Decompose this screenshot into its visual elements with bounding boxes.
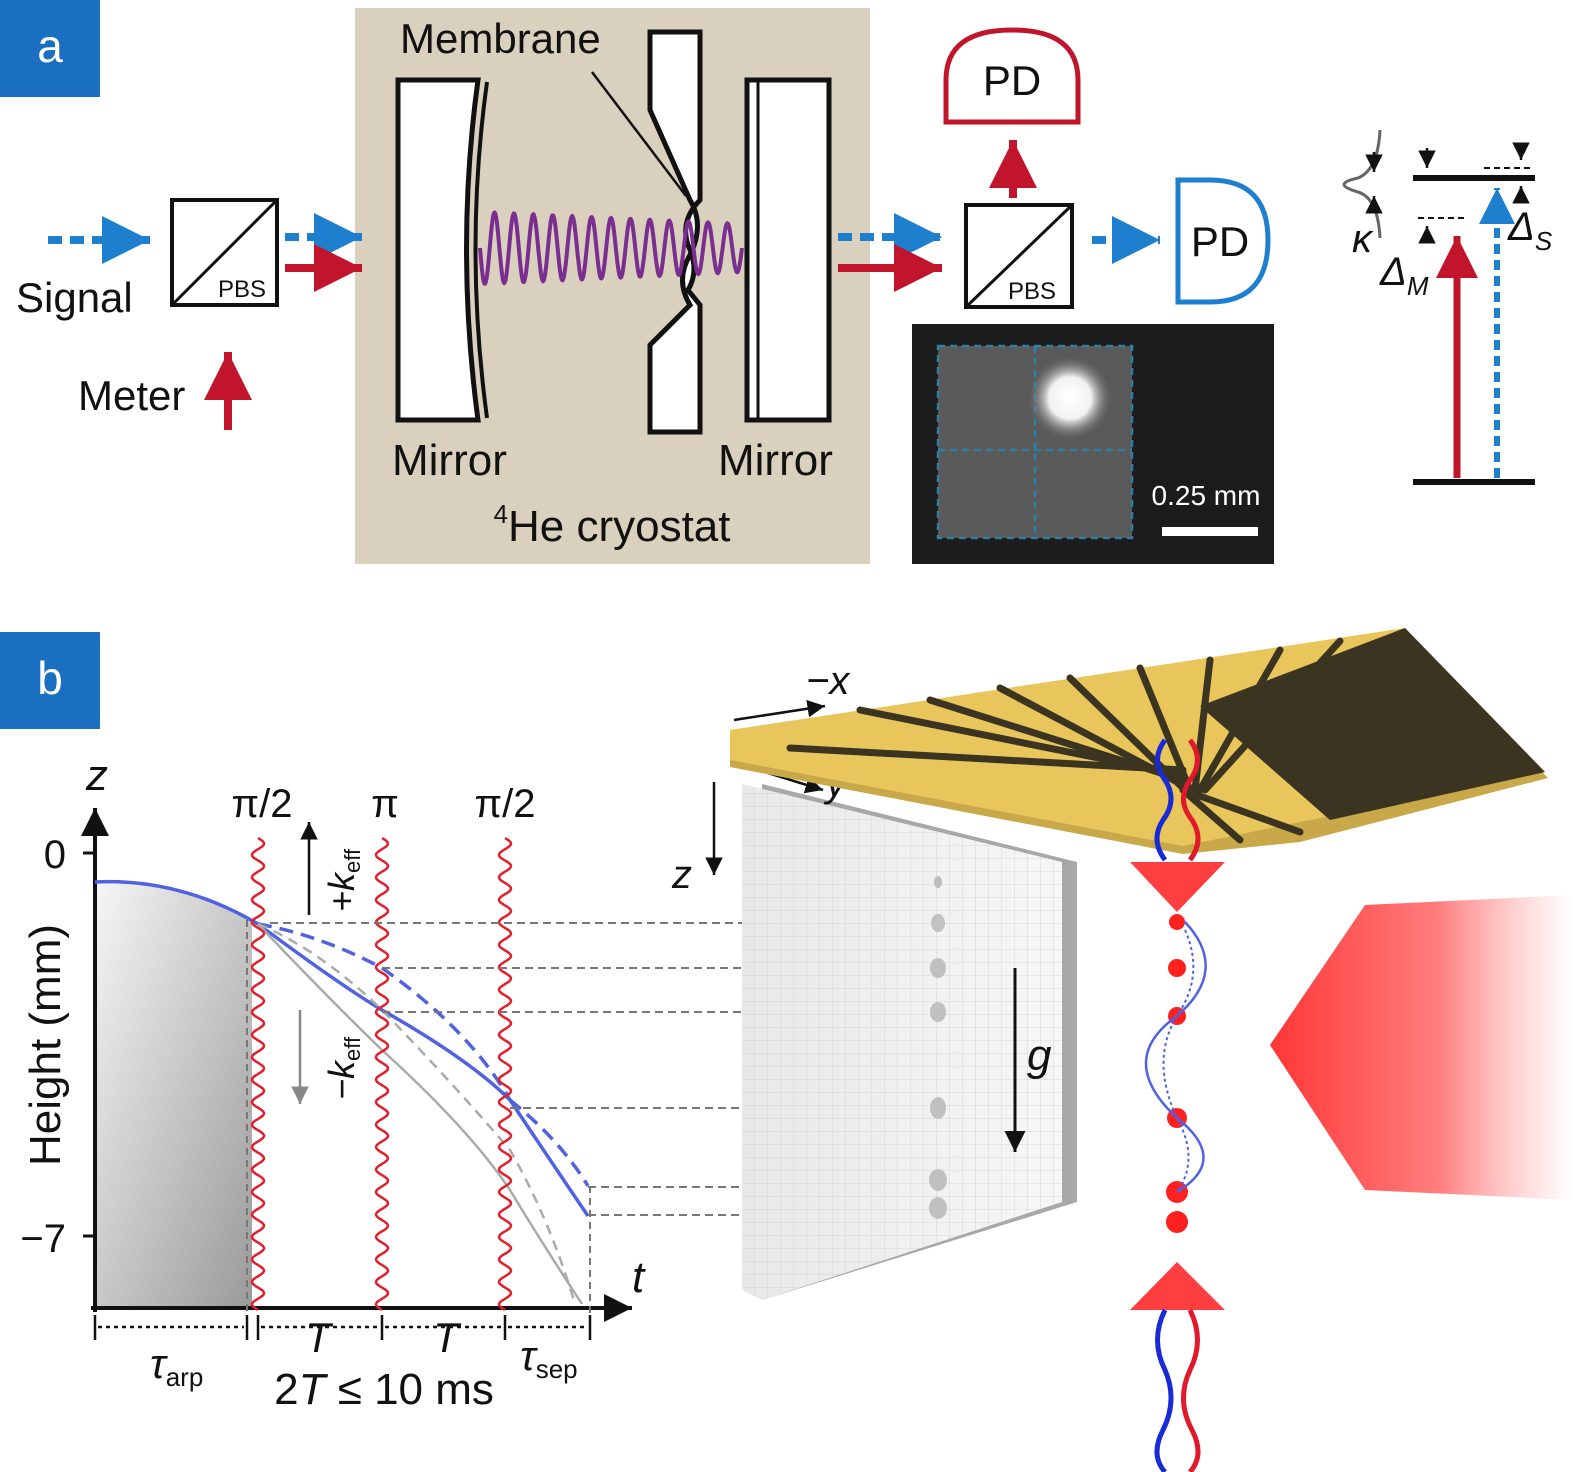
axis-z-label: z [85, 751, 108, 800]
ytick-0: 0 [44, 833, 66, 877]
atom-cloud-4 [930, 1097, 946, 1119]
atom-cloud-2 [930, 958, 946, 978]
atom-cloud-6 [929, 1197, 947, 1219]
trajectory-gray-dashed [257, 922, 577, 1305]
trajectory-out-blue-solid [508, 1099, 590, 1217]
delta-m-label: ΔM [1379, 250, 1429, 301]
chip-beam-cone [1130, 862, 1225, 912]
photodetector-signal: PD [1175, 177, 1271, 305]
delta-s-label: ΔS [1507, 205, 1553, 256]
trajectory-arm-a [256, 922, 512, 1102]
tau-sep-label: τsep [520, 1332, 578, 1384]
k-down-label: −keff [321, 1036, 365, 1100]
pulse-label-3: π/2 [475, 782, 536, 826]
photodetector-meter: PD [943, 27, 1081, 125]
mirror-left-label: Mirror [392, 436, 507, 485]
bottom-beam-cone [1130, 1262, 1225, 1310]
atom-cloud-5 [929, 1169, 947, 1191]
interferometer-arm-dotted [1162, 929, 1195, 1193]
T-label-1: T [305, 1314, 334, 1361]
pulse-label-2: π [371, 782, 399, 826]
time-brackets [93, 1315, 592, 1340]
trajectory-pre [94, 879, 259, 926]
laser-spot [1028, 356, 1112, 440]
panel-a: a 4He cryostat Signal Meter PBS Mirror M… [0, 0, 1553, 564]
duration-label: 2T ≤ 10 ms [274, 1365, 494, 1414]
pbs-right: PBS [964, 203, 1074, 309]
k-up-label: +keff [321, 848, 365, 912]
ytick-minus7: −7 [20, 1217, 66, 1261]
tau-arp-label: τarp [150, 1340, 203, 1392]
mirror-right-label: Mirror [718, 436, 833, 485]
pulse-label-1: π/2 [232, 782, 293, 826]
T-label-2: T [433, 1314, 462, 1361]
pbs-left: PBS [170, 198, 279, 307]
atom-dot-5 [1166, 1211, 1188, 1233]
gravity-label: g [1027, 1031, 1052, 1080]
panel-b-badge [0, 632, 100, 729]
trajectory-gray-solid [257, 923, 584, 1305]
detection-screen: g [742, 784, 1077, 1300]
axis3d-z-label: z [671, 853, 692, 897]
axis-t-label: t [632, 1253, 646, 1302]
laser-beam-right [1270, 895, 1575, 1200]
axis3d-x-label: −x [806, 659, 851, 703]
meter-label: Meter [78, 372, 185, 419]
pd-meter-label: PD [983, 57, 1041, 104]
bottom-strand-blue [1154, 1308, 1174, 1472]
interferometer-arm-blue [1144, 921, 1207, 1194]
chip-strand-red [1181, 738, 1201, 862]
panel-b: b z t 0 −7 Height (mm) π/2 π π/2 +keff −… [0, 628, 1575, 1472]
atom-cloud-3 [930, 1002, 946, 1022]
panel-b-badge-letter: b [37, 652, 63, 704]
pulse-pi-half-2 [497, 836, 513, 1312]
pulse-pi [374, 836, 390, 1312]
membrane-micrograph: 0.25 mm [912, 324, 1274, 564]
trajectory-out-blue-dashed [508, 1098, 590, 1187]
bottom-strand-red [1180, 1308, 1201, 1472]
pbs-left-label: PBS [218, 276, 266, 303]
scale-bar-label: 0.25 mm [1152, 480, 1261, 511]
pbs-right-label: PBS [1008, 278, 1056, 305]
pd-signal-label: PD [1191, 218, 1249, 265]
arp-shaded-region [95, 881, 252, 1308]
atom-cloud-0 [934, 876, 942, 888]
signal-label: Signal [16, 274, 133, 321]
falling-atoms [1166, 914, 1188, 1233]
pulse-pi-half-1 [250, 836, 266, 1312]
membrane-pointer [591, 71, 687, 197]
mirror-left [395, 77, 489, 423]
cryostat-label: 4He cryostat [494, 499, 731, 551]
level-diagram: κ ΔM ΔS [1342, 129, 1553, 485]
panel-a-badge-letter: a [37, 20, 63, 72]
membrane-label: Membrane [400, 15, 601, 62]
scale-bar [1162, 527, 1258, 536]
panel-a-badge [0, 0, 100, 97]
atom-dot-0 [1169, 914, 1185, 930]
atom-chip [730, 628, 1548, 854]
cavity-standing-wave [478, 210, 744, 286]
kappa-label: κ [1352, 217, 1374, 261]
axis3d-x-arrow [733, 700, 826, 722]
atom-cloud-1 [931, 914, 945, 932]
y-axis-label: Height (mm) [21, 924, 70, 1166]
chip-strand-blue [1154, 738, 1174, 862]
mirror-right [744, 77, 832, 423]
atom-dot-1 [1168, 959, 1186, 977]
